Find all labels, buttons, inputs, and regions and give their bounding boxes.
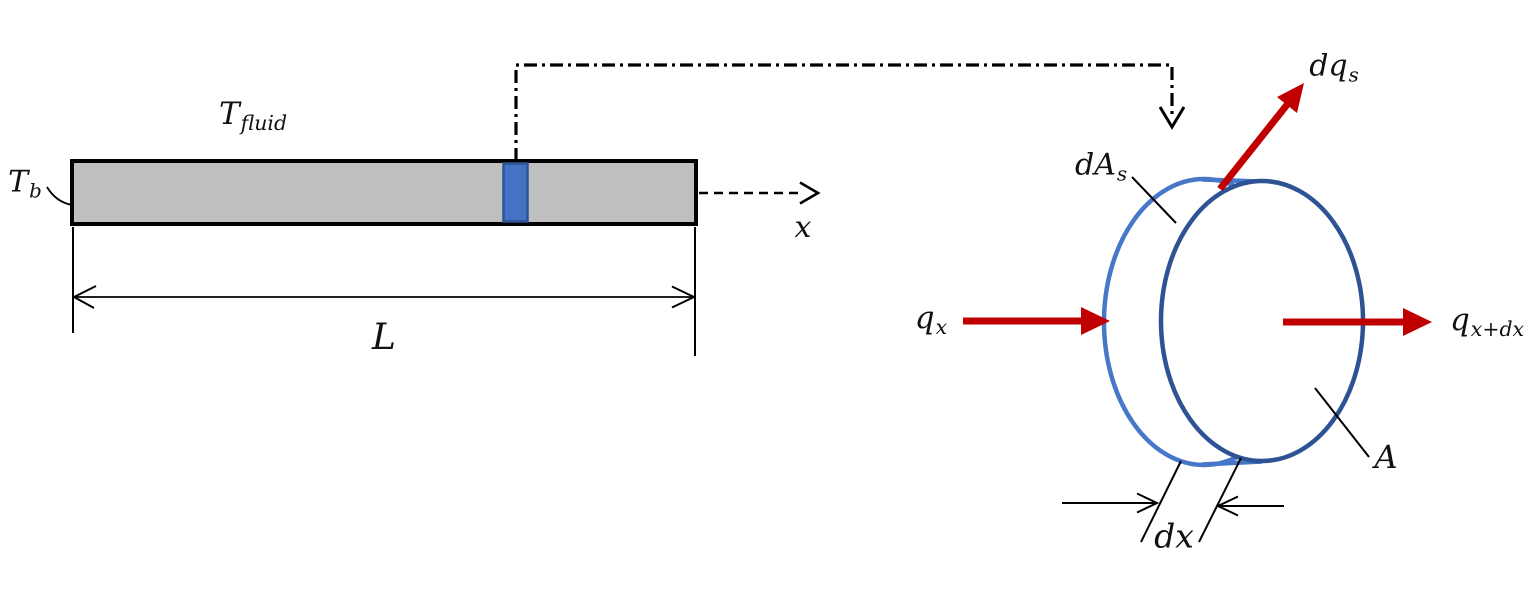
label-dx: dx [1154,516,1194,556]
differential-slice [502,162,529,223]
fin-rod [70,159,698,226]
dx-dimension [1062,457,1284,543]
label-t-b: Tb [8,164,42,202]
label-length: L [372,317,396,358]
label-t-fluid: Tfluid [218,95,288,135]
das-leader-line [1131,176,1177,224]
callout-dashdot-line [514,63,1186,161]
label-q-x-plus-dx: qx+dx [1449,301,1525,341]
label-dq-s: dqs [1309,48,1359,86]
label-dA-s: dAs [1074,147,1128,185]
tb-leader-line [46,186,73,206]
label-x-axis: x [794,210,812,245]
qx-plus-dx-arrow [1283,308,1432,336]
length-dimension [71,227,697,356]
qx-arrow [963,307,1110,335]
label-q-x: qx [914,299,948,339]
area-leader-line [1314,387,1370,458]
label-area: A [1374,438,1398,476]
x-axis-arrow [699,181,821,205]
dqs-arrow [1217,83,1304,192]
